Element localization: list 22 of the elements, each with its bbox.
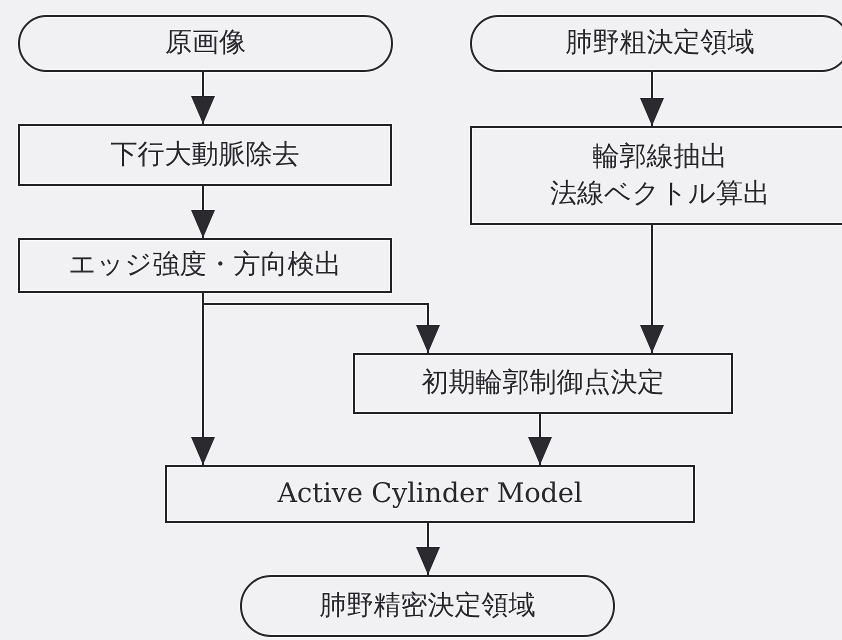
arrow <box>416 523 440 575</box>
arrow <box>202 293 440 353</box>
step-label: エッジ強度・方向検出 <box>68 248 342 282</box>
process-box <box>470 126 842 225</box>
step-label: 肺野粗決定領域 <box>566 26 754 60</box>
step-label: Active Cylinder Model <box>277 476 583 511</box>
process-box <box>165 465 695 523</box>
arrow <box>640 225 664 353</box>
step-label: 肺野精密決定領域 <box>320 588 536 623</box>
arrow <box>191 186 215 238</box>
step-label: 初期輪郭制御点決定 <box>422 366 664 400</box>
process-box <box>18 238 392 293</box>
process-box <box>18 124 392 186</box>
arrow <box>528 414 552 465</box>
step-label: 下行大動脈除去 <box>110 138 300 172</box>
process-box <box>353 353 733 414</box>
terminal-box <box>470 15 842 72</box>
step-label: 輪郭線抽出 <box>592 140 728 174</box>
step-label: 法線ベクトル算出 <box>550 176 770 210</box>
step-label: 原画像 <box>165 26 246 60</box>
arrow <box>191 72 215 124</box>
arrow <box>640 72 664 126</box>
